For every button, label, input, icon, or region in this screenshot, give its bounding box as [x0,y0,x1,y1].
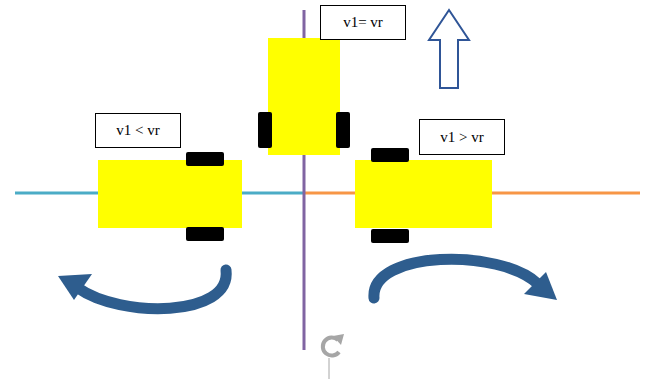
label-box: v1 < vr [95,113,181,148]
rotate-icon [323,338,339,356]
robot-body [98,160,242,228]
arrow-head [524,272,557,300]
robot-body [355,160,492,228]
label-box: v1 > vr [419,119,505,155]
speed-relation: v1 < vr [116,122,159,139]
turn-right-arrow [374,259,538,298]
wheel [186,227,224,241]
wheel [371,229,409,243]
rotate-icon-head [333,334,344,345]
wheel [258,112,272,148]
wheel [336,112,350,148]
arrow-head [58,274,92,300]
turn-left-arrow [78,270,226,309]
rotate-leader [329,358,330,379]
speed-relation: v1 > vr [440,129,483,146]
speed-relation: v1= vr [343,14,383,31]
robot-body [268,38,340,155]
wheel [371,148,409,162]
label-box: v1= vr [320,5,406,40]
forward-arrow [429,10,469,88]
wheel [186,152,224,166]
